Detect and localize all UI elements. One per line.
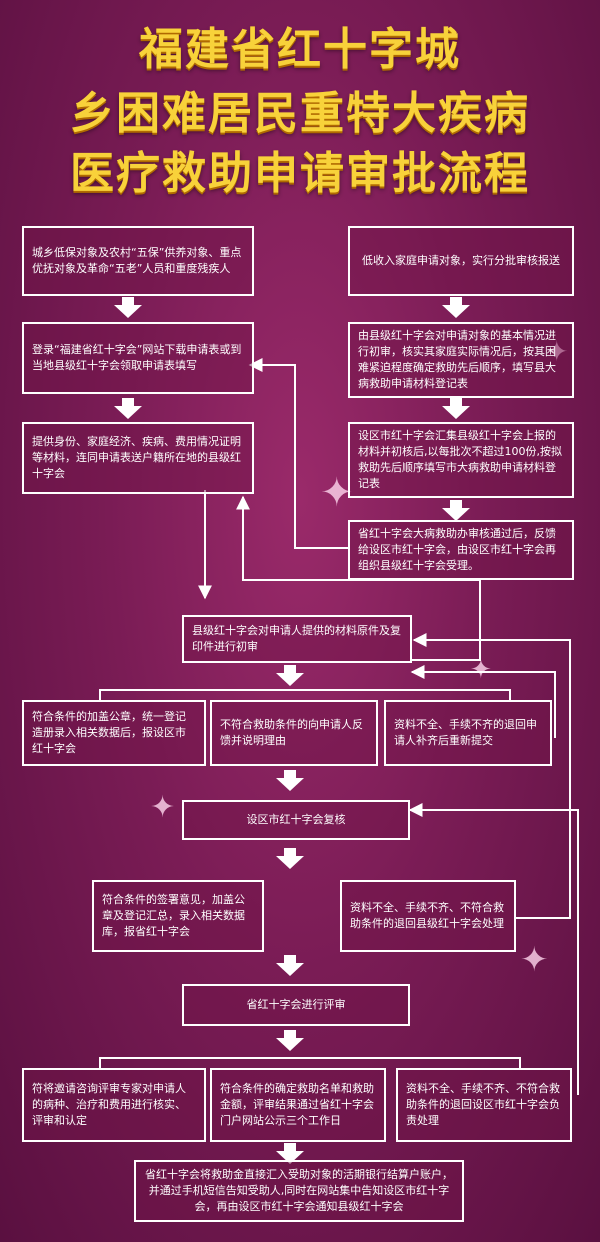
box-submit-documents-text: 提供身份、家庭经济、疾病、费用情况证明等材料，连同申请表送户籍所在地的县级红十字… — [32, 435, 241, 480]
box-eligible-seal-register: 符合条件的加盖公章，统一登记造册录入相关数据后，报设区市红十字会 — [22, 700, 206, 766]
box-register-download-form: 登录“福建省红十字会”网站下载申请表或到当地县级红十字会领取申请表填写 — [22, 322, 254, 394]
down-arrow-6 — [276, 665, 304, 686]
box-register-download-form-text: 登录“福建省红十字会”网站下载申请表或到当地县级红十字会领取申请表填写 — [32, 343, 242, 372]
box-provincial-evaluation-text: 省红十字会进行评审 — [246, 998, 346, 1011]
sparkle-icon: ✦ — [150, 790, 176, 825]
box-provincial-return-city: 资料不全、手续不齐、不符合救助条件的退回设区市红十字会负责处理 — [396, 1068, 572, 1142]
title-line-2: 乡困难居民重特大疾病 — [70, 88, 530, 139]
box-county-initial-review: 县级红十字会对申请人提供的材料原件及复印件进行初审 — [182, 615, 412, 663]
branch-initial-review — [99, 689, 511, 700]
box-determine-aid-list-text: 符合条件的确定救助名单和救助金额，评审结果通过省红十字会门户网站公示三个工作日 — [220, 1082, 374, 1127]
connector-resubmit-loop — [410, 665, 556, 738]
sparkle-icon: ✦ — [520, 940, 549, 980]
box-incomplete-resubmit-text: 资料不全、手续不齐的退回申请人补齐后重新提交 — [394, 718, 537, 747]
box-disburse-funds: 省红十字会将救助金直接汇入受助对象的活期银行结算户账户，并通过手机短信告知受助人… — [134, 1160, 464, 1222]
branch-provincial-eval — [99, 1057, 521, 1068]
box-eligible-seal-register-text: 符合条件的加盖公章，统一登记造册录入相关数据后，报设区市红十字会 — [32, 710, 186, 755]
box-expert-verification: 符将邀请咨询评审专家对申请人的病种、治疗和费用进行核实、评审和认定 — [22, 1068, 206, 1142]
box-low-income-households-text: 低收入家庭申请对象，实行分批审核报送 — [362, 254, 560, 267]
sparkle-icon: ✦ — [320, 470, 354, 516]
down-arrow-2 — [442, 297, 470, 318]
sparkle-icon: ✦ — [545, 335, 569, 368]
title-line-3: 医疗救助申请审批流程 — [70, 148, 530, 199]
down-arrow-1 — [114, 297, 142, 318]
box-determine-aid-list: 符合条件的确定救助名单和救助金额，评审结果通过省红十字会门户网站公示三个工作日 — [210, 1068, 386, 1142]
box-provincial-return-city-text: 资料不全、手续不齐、不符合救助条件的退回设区市红十字会负责处理 — [406, 1082, 560, 1127]
box-ineligible-feedback: 不符合救助条件的向申请人反馈并说明理由 — [210, 700, 378, 766]
box-county-preliminary-review-text: 由县级红十字会对申请对象的基本情况进行初审，核实其家庭实际情况后，按其困难紧迫程… — [358, 329, 556, 390]
down-arrow-3 — [114, 398, 142, 419]
down-arrow-11 — [276, 1143, 304, 1164]
box-incomplete-resubmit: 资料不全、手续不齐的退回申请人补齐后重新提交 — [384, 700, 552, 766]
box-provincial-feedback-text: 省红十字会大病救助办审核通过后，反馈给设区市红十字会，由设区市红十字会再组织县级… — [358, 527, 556, 572]
down-arrow-5 — [442, 500, 470, 521]
box-submit-documents: 提供身份、家庭经济、疾病、费用情况证明等材料，连同申请表送户籍所在地的县级红十字… — [22, 422, 254, 494]
box-eligible-sign-opinion: 符合条件的签署意见，加盖公章及登记汇总，录入相关数据库，报省红十字会 — [92, 880, 264, 952]
down-arrow-4 — [442, 398, 470, 419]
box-city-recheck: 设区市红十字会复核 — [182, 800, 410, 840]
connector-feedback-to-register — [248, 358, 348, 549]
box-provincial-evaluation: 省红十字会进行评审 — [182, 984, 410, 1026]
down-arrow-10 — [276, 1030, 304, 1051]
title-line-1: 福建省红十字城 — [139, 24, 461, 75]
box-eligible-sign-opinion-text: 符合条件的签署意见，加盖公章及登记汇总，录入相关数据库，报省红十字会 — [102, 893, 245, 938]
box-county-preliminary-review: 由县级红十字会对申请对象的基本情况进行初审，核实其家庭实际情况后，按其困难紧迫程… — [348, 322, 574, 398]
box-disburse-funds-text: 省红十字会将救助金直接汇入受助对象的活期银行结算户账户，并通过手机短信告知受助人… — [145, 1168, 453, 1213]
box-provincial-feedback: 省红十字会大病救助办审核通过后，反馈给设区市红十字会，由设区市红十字会再组织县级… — [348, 520, 574, 580]
box-ineligible-feedback-text: 不符合救助条件的向申请人反馈并说明理由 — [220, 718, 363, 747]
sparkle-icon: ✦ — [470, 655, 492, 685]
box-urban-rural-eligible-text: 城乡低保对象及农村“五保”供养对象、重点优抚对象及革命“五老”人员和重度残疾人 — [32, 246, 242, 275]
box-city-return-county: 资料不全、手续不齐、不符合救助条件的退回县级红十字会处理 — [340, 880, 516, 952]
box-city-recheck-text: 设区市红十字会复核 — [246, 813, 346, 826]
box-low-income-households: 低收入家庭申请对象，实行分批审核报送 — [348, 226, 574, 296]
down-arrow-8 — [276, 848, 304, 869]
box-expert-verification-text: 符将邀请咨询评审专家对申请人的病种、治疗和费用进行核实、评审和认定 — [32, 1082, 186, 1127]
box-city-compile-report-text: 设区市红十字会汇集县级红十字会上报的材料并初核后,以每批次不超过100份,按拟救… — [358, 429, 562, 490]
connector-city-return — [412, 633, 571, 919]
box-county-initial-review-text: 县级红十字会对申请人提供的材料原件及复印件进行初审 — [192, 624, 401, 653]
box-city-compile-report: 设区市红十字会汇集县级红十字会上报的材料并初核后,以每批次不超过100份,按拟救… — [348, 422, 574, 498]
connector-provincial-return — [408, 803, 579, 1095]
down-arrow-7 — [276, 770, 304, 791]
box-urban-rural-eligible: 城乡低保对象及农村“五保”供养对象、重点优抚对象及革命“五老”人员和重度残疾人 — [22, 226, 254, 296]
box-city-return-county-text: 资料不全、手续不齐、不符合救助条件的退回县级红十字会处理 — [350, 901, 504, 930]
connector-loop-up — [236, 495, 481, 661]
down-arrow-9 — [276, 955, 304, 976]
